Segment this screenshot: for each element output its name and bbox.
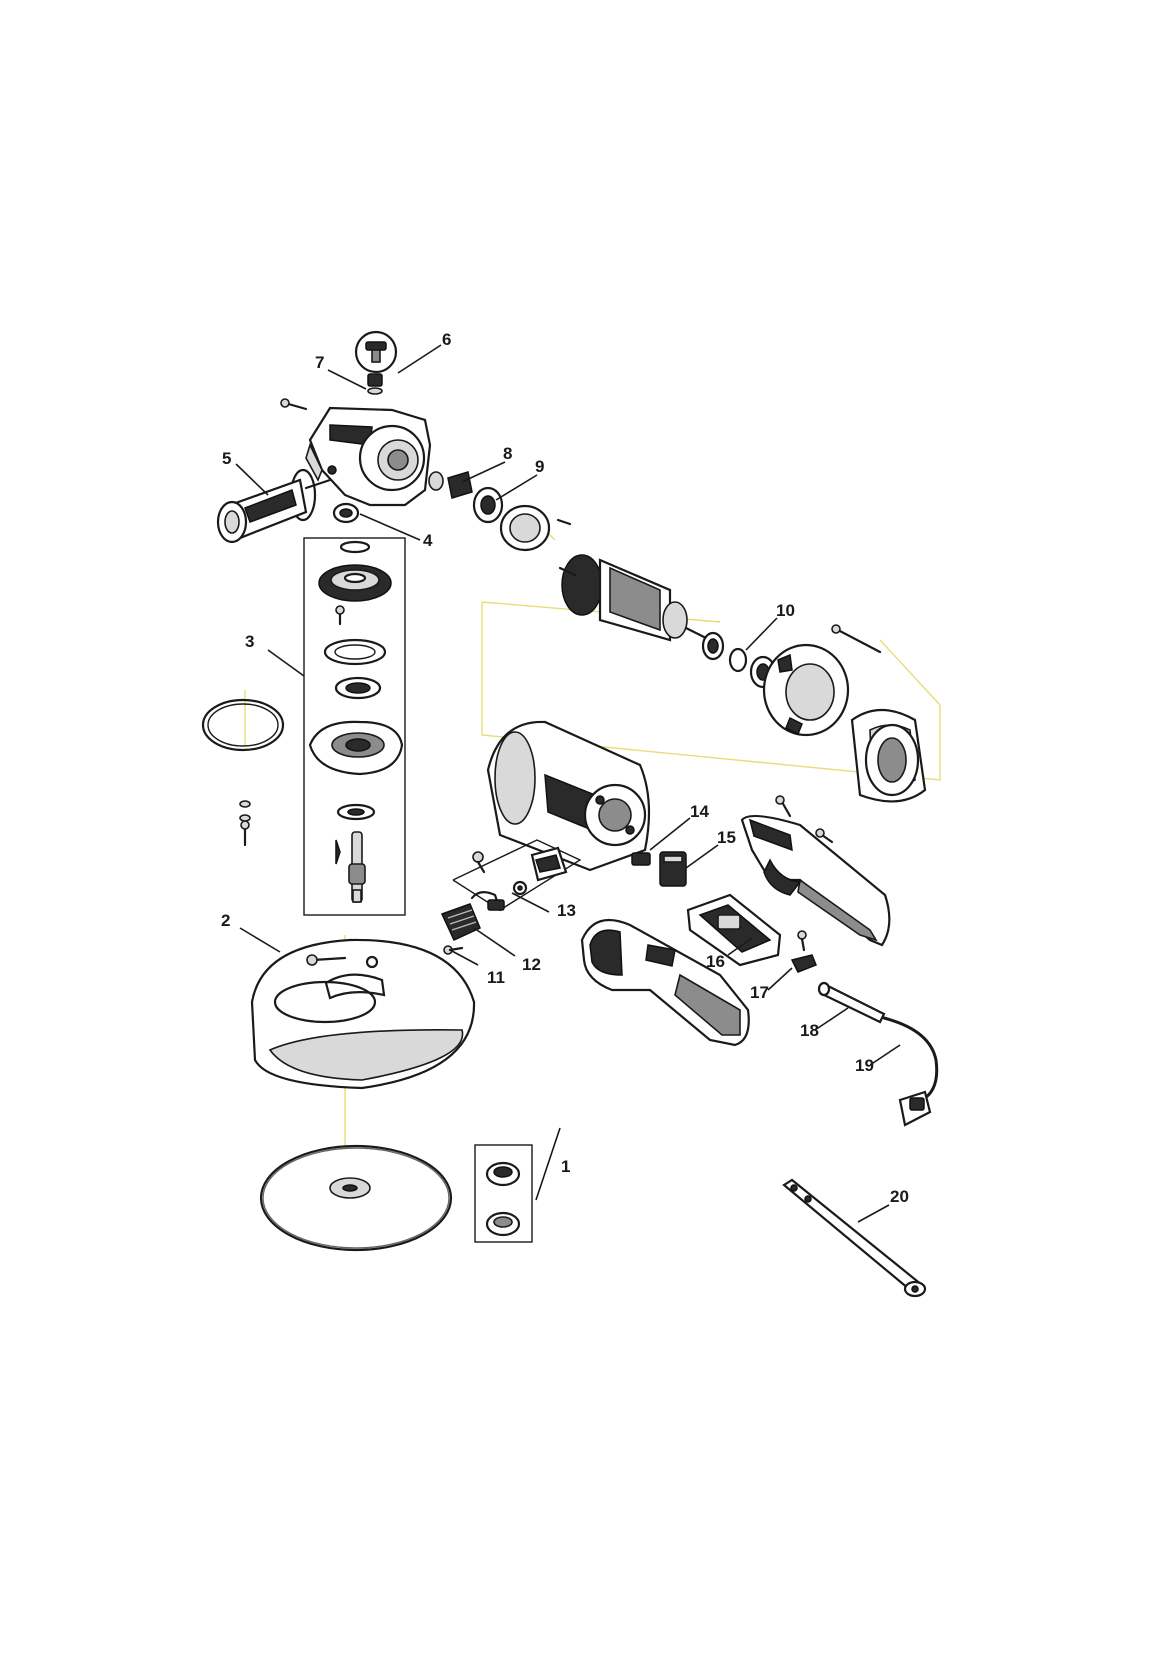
part-wheel-guard bbox=[250, 938, 476, 1090]
callout-6: 6 bbox=[442, 330, 451, 349]
part-cutting-disc bbox=[259, 1144, 453, 1252]
callout-2: 2 bbox=[221, 911, 230, 930]
callout-11: 11 bbox=[487, 968, 505, 987]
part-lower-handle-half bbox=[580, 918, 750, 1047]
part-pin-spanner bbox=[782, 1178, 927, 1298]
callout-1: 1 bbox=[561, 1157, 570, 1176]
callout-10: 10 bbox=[776, 601, 795, 620]
callout-8: 8 bbox=[503, 444, 512, 463]
part-armature bbox=[558, 554, 777, 689]
part-bearing-cover bbox=[762, 643, 850, 737]
callout-7: 7 bbox=[315, 353, 324, 372]
leader-lines bbox=[235, 344, 901, 1223]
callout-13: 13 bbox=[557, 901, 576, 920]
part-gear-housing bbox=[305, 406, 432, 507]
callout-labels: 1 2 3 4 5 6 7 8 9 10 11 12 13 14 15 16 1… bbox=[221, 330, 909, 1206]
callout-9: 9 bbox=[535, 457, 544, 476]
part-motor-housing bbox=[486, 720, 651, 872]
callout-4: 4 bbox=[423, 531, 433, 550]
part-3-assembly-group bbox=[303, 537, 406, 916]
part-spindle-lock-button bbox=[354, 330, 398, 395]
part-switch-frame bbox=[686, 893, 782, 967]
part-small-bearing bbox=[332, 502, 360, 524]
part-brush-holder-group bbox=[452, 839, 582, 912]
part-cord-clamp bbox=[790, 930, 817, 973]
part-gear-head-screw bbox=[280, 398, 308, 411]
part-power-cord bbox=[882, 1016, 939, 1127]
callout-15: 15 bbox=[717, 828, 736, 847]
part-flange-nut-set bbox=[474, 1144, 533, 1243]
callout-3: 3 bbox=[245, 632, 254, 651]
callout-16: 16 bbox=[706, 952, 725, 971]
part-upper-handle-half bbox=[740, 795, 891, 947]
part-o-ring bbox=[201, 698, 285, 752]
callout-14: 14 bbox=[690, 802, 709, 821]
callout-12: 12 bbox=[522, 955, 541, 974]
callout-17: 17 bbox=[750, 983, 769, 1002]
part-long-screws bbox=[831, 624, 882, 654]
part-stator bbox=[850, 709, 927, 803]
callout-5: 5 bbox=[222, 449, 231, 468]
callout-19: 19 bbox=[855, 1056, 874, 1075]
part-switch-components bbox=[631, 851, 687, 887]
part-cord-sleeve bbox=[817, 981, 886, 1024]
part-pinion-gear bbox=[428, 471, 572, 552]
part-side-handle bbox=[216, 468, 332, 544]
callout-20: 20 bbox=[890, 1187, 909, 1206]
callout-18: 18 bbox=[800, 1021, 819, 1040]
part-small-screws bbox=[239, 800, 251, 847]
part-vent-cover bbox=[440, 903, 481, 955]
